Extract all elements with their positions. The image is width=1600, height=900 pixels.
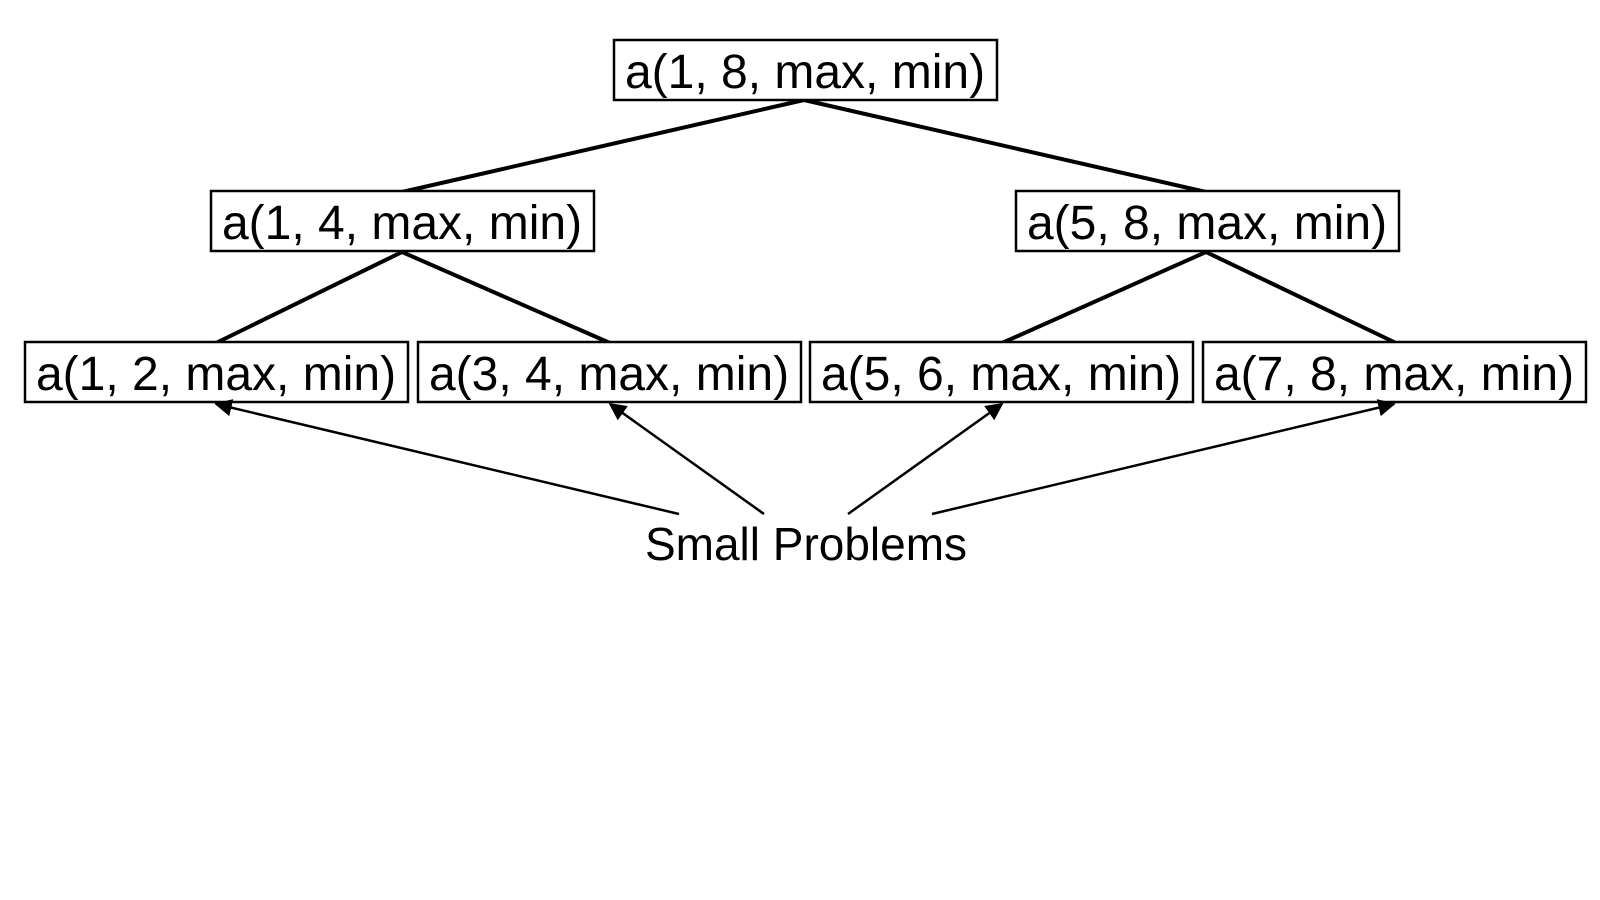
edge-right-to-leaf-3: [1001, 250, 1207, 345]
node-level1-left: a(1, 4, max, min): [209, 189, 596, 253]
small-problems-label: Small Problems: [645, 518, 967, 570]
arrow-to-leaf-1: [214, 399, 680, 516]
arrow-to-leaf-4: [931, 399, 1396, 516]
node-leaf-2-label: a(3, 4, max, min): [429, 348, 789, 401]
node-leaf-2: a(3, 4, max, min): [416, 340, 803, 404]
node-leaf-4-label: a(7, 8, max, min): [1214, 348, 1574, 401]
node-level1-right: a(5, 8, max, min): [1014, 189, 1401, 253]
edge-root-to-right: [803, 98, 1207, 194]
node-level1-left-box: [209, 189, 596, 253]
node-leaf-3-box: [808, 340, 1195, 404]
node-level1-right-box: [1014, 189, 1401, 253]
arrow-to-leaf-3: [847, 402, 1004, 516]
node-root-label: a(1, 8, max, min): [625, 46, 985, 99]
node-leaf-2-box: [416, 340, 803, 404]
node-level1-left-label: a(1, 4, max, min): [222, 197, 582, 250]
annotation-arrows: [214, 399, 1396, 516]
edge-left-to-leaf-2: [401, 250, 611, 345]
node-root: a(1, 8, max, min): [612, 38, 999, 102]
node-leaf-3-label: a(5, 6, max, min): [821, 348, 1181, 401]
node-leaf-4: a(7, 8, max, min): [1201, 340, 1588, 404]
node-leaf-1-label: a(1, 2, max, min): [36, 348, 396, 401]
node-leaf-3: a(5, 6, max, min): [808, 340, 1195, 404]
node-level1-right-label: a(5, 8, max, min): [1027, 197, 1387, 250]
arrow-to-leaf-2: [608, 402, 765, 516]
tree-edges: [215, 98, 1397, 345]
edge-right-to-leaf-4: [1205, 250, 1397, 345]
node-leaf-4-box: [1201, 340, 1588, 404]
node-root-box: [612, 38, 999, 102]
edge-left-to-leaf-1: [215, 250, 403, 345]
node-leaf-1: a(1, 2, max, min): [23, 340, 410, 404]
edge-root-to-left: [401, 98, 805, 194]
